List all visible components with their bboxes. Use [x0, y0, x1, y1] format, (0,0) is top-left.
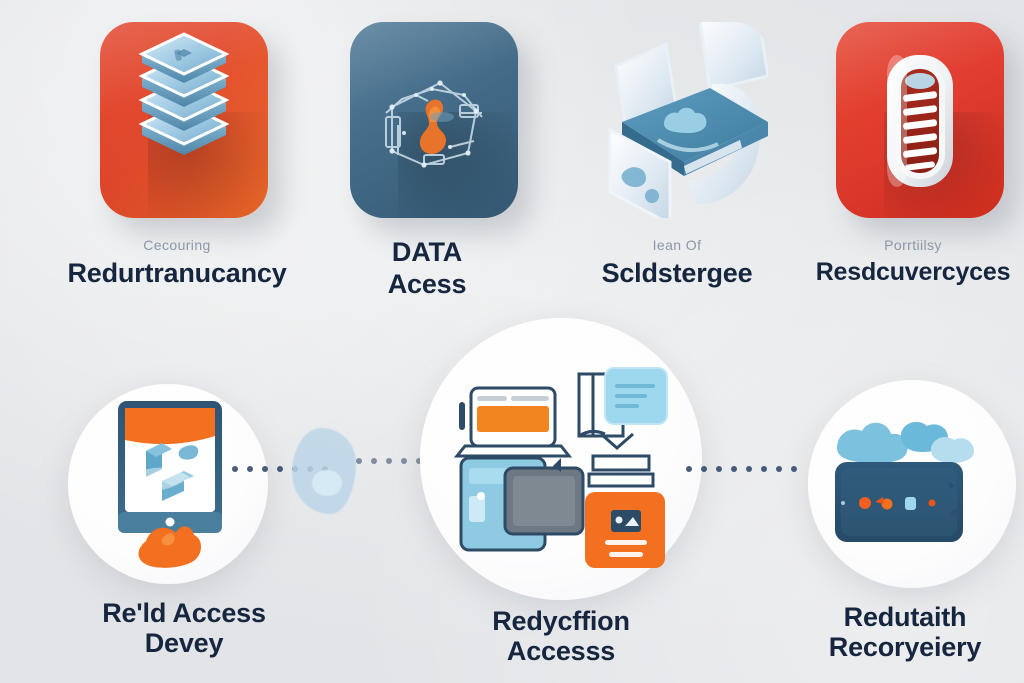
- feature-kicker: Porrtiilsy: [884, 237, 942, 253]
- connector-dot: [701, 466, 707, 472]
- tablet-device-icon: [68, 384, 268, 584]
- striped-capsule-icon: [836, 22, 1004, 218]
- step-label-line1: Redycffion: [492, 606, 630, 636]
- connector-dot: [761, 466, 767, 472]
- step-label-line2: Recoryeiery: [828, 632, 982, 663]
- connector-right: [686, 466, 797, 472]
- top-feature-row: Cecouring Redurtranucancy: [0, 0, 1024, 320]
- cloud-screen-icon: [808, 380, 1016, 588]
- feature-caption-recovery: Porrtiilsy Resdcuvercyces: [798, 238, 1024, 285]
- step-label-line2: Devey: [144, 628, 224, 659]
- connector-dot: [232, 466, 238, 472]
- multi-device-documents-icon: [420, 318, 702, 600]
- bottom-step-row: Re'ld Access Devey: [0, 318, 1024, 683]
- unfolding-panels-icon: [600, 22, 768, 218]
- connector-dot: [686, 466, 692, 472]
- connector-dot: [776, 466, 782, 472]
- connector-dot: [716, 466, 722, 472]
- feature-kicker: Iean Of: [652, 237, 702, 253]
- feature-tile-recovery[interactable]: [836, 22, 1004, 218]
- decorative-blob-highlight: [312, 470, 342, 496]
- step-label-line1: Re'ld Access: [102, 598, 266, 628]
- step-label-line1: Redutaith: [843, 602, 967, 632]
- feature-tile-data-access[interactable]: [350, 22, 518, 218]
- connector-dot: [746, 466, 752, 472]
- connector-dot: [416, 458, 422, 464]
- feature-card-data-access[interactable]: DATA Acess: [312, 0, 542, 320]
- step-label-line2: Accesss: [506, 636, 616, 667]
- feature-card-redundancy[interactable]: Cecouring Redurtranucancy: [62, 0, 292, 320]
- step-label-field-access: Re'ld Access Devey: [34, 598, 334, 658]
- feature-card-recovery[interactable]: Porrtiilsy Resdcuvercyces: [798, 0, 1024, 320]
- stacked-database-icon: [100, 22, 268, 218]
- network-diagram-icon: [350, 22, 518, 218]
- feature-headline: Scldstergee: [601, 257, 753, 288]
- connector-dot: [386, 458, 392, 464]
- feature-card-cold-storage[interactable]: Iean Of Scldstergee: [562, 0, 792, 320]
- tile-inner-shadow: [398, 112, 518, 218]
- feature-tile-redundancy[interactable]: [100, 22, 268, 218]
- feature-caption-cold-storage: Iean Of Scldstergee: [562, 238, 792, 287]
- connector-dot: [371, 458, 377, 464]
- feature-tile-cold-storage: [600, 22, 768, 218]
- feature-caption-redundancy: Cecouring Redurtranucancy: [62, 238, 292, 287]
- feature-headline-line2: Acess: [387, 269, 467, 300]
- connector-dot: [356, 458, 362, 464]
- connector-dot: [247, 466, 253, 472]
- connector-dot: [262, 466, 268, 472]
- connector-dot: [731, 466, 737, 472]
- connector-dot: [791, 466, 797, 472]
- connector-dot: [401, 458, 407, 464]
- feature-caption-data-access: DATA Acess: [312, 238, 542, 299]
- step-label-cloud-recovery: Redutaith Recoryeiery: [780, 602, 1024, 662]
- feature-kicker: Cecouring: [143, 237, 211, 253]
- step-label-replication-access: Redycffion Accesss: [421, 606, 701, 666]
- feature-headline: Resdcuvercyces: [815, 257, 1011, 286]
- feature-headline: Redurtranucancy: [67, 257, 287, 288]
- feature-headline-line1: DATA: [391, 237, 463, 267]
- connector-dot: [277, 466, 283, 472]
